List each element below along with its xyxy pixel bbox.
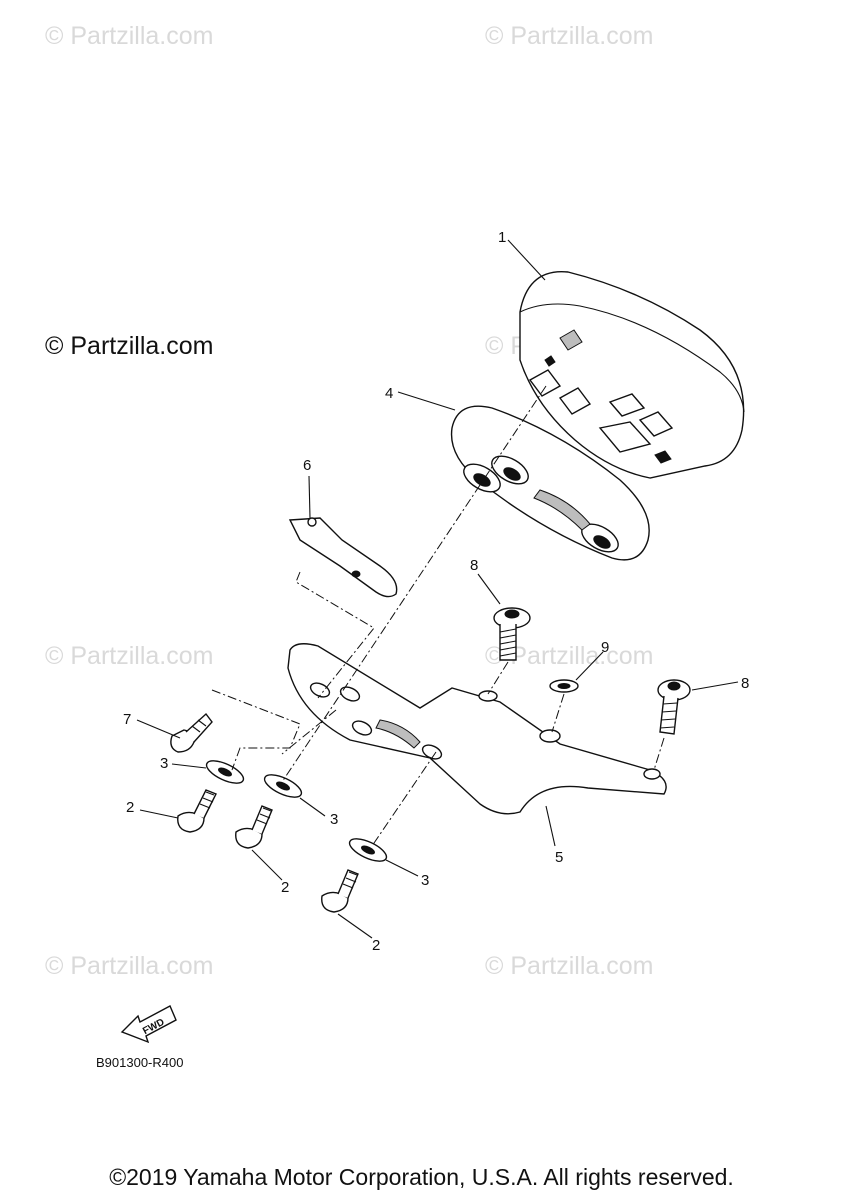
fwd-arrow-icon: FWD	[120, 1005, 177, 1044]
watermark: © Partzilla.com	[485, 952, 654, 980]
callout-7: 7	[123, 711, 131, 728]
callout-3: 3	[330, 811, 338, 828]
screw-2-c	[321, 869, 359, 913]
watermark: © Partzilla.com	[45, 952, 214, 980]
diagram-code: B901300-R400	[96, 1055, 184, 1070]
bolt-8-right	[657, 679, 691, 735]
small-bracket	[288, 517, 398, 598]
leader-lines	[136, 239, 739, 939]
callout-9: 9	[601, 639, 609, 656]
callout-3: 3	[160, 755, 168, 772]
callout-6: 6	[303, 457, 311, 474]
watermark: © Partzilla.com	[45, 22, 214, 50]
callout-2: 2	[281, 879, 289, 896]
washer-3-c	[348, 838, 388, 862]
callout-3: 3	[421, 872, 429, 889]
alignment-lines	[211, 385, 665, 847]
meter-stay	[287, 643, 667, 815]
callout-5: 5	[555, 849, 563, 866]
watermark-main: © Partzilla.com	[45, 332, 214, 360]
watermark: © Partzilla.com	[485, 22, 654, 50]
callout-2: 2	[372, 937, 380, 954]
watermark: © Partzilla.com	[45, 642, 214, 670]
washer-3-b	[263, 774, 303, 798]
bolt-7	[170, 712, 213, 753]
bolt-8-upper	[493, 607, 531, 661]
copyright-notice: ©2019 Yamaha Motor Corporation, U.S.A. A…	[109, 1164, 734, 1190]
callout-1: 1	[498, 229, 506, 246]
callout-8: 8	[741, 675, 749, 692]
screw-2-a	[177, 789, 217, 833]
washer-3-a	[205, 760, 245, 784]
callout-2: 2	[126, 799, 134, 816]
washer-9	[549, 679, 579, 693]
screw-2-b	[235, 805, 273, 849]
damper-plate	[450, 405, 650, 561]
meter-assembly	[519, 271, 745, 479]
callout-4: 4	[385, 385, 393, 402]
callout-8: 8	[470, 557, 478, 574]
